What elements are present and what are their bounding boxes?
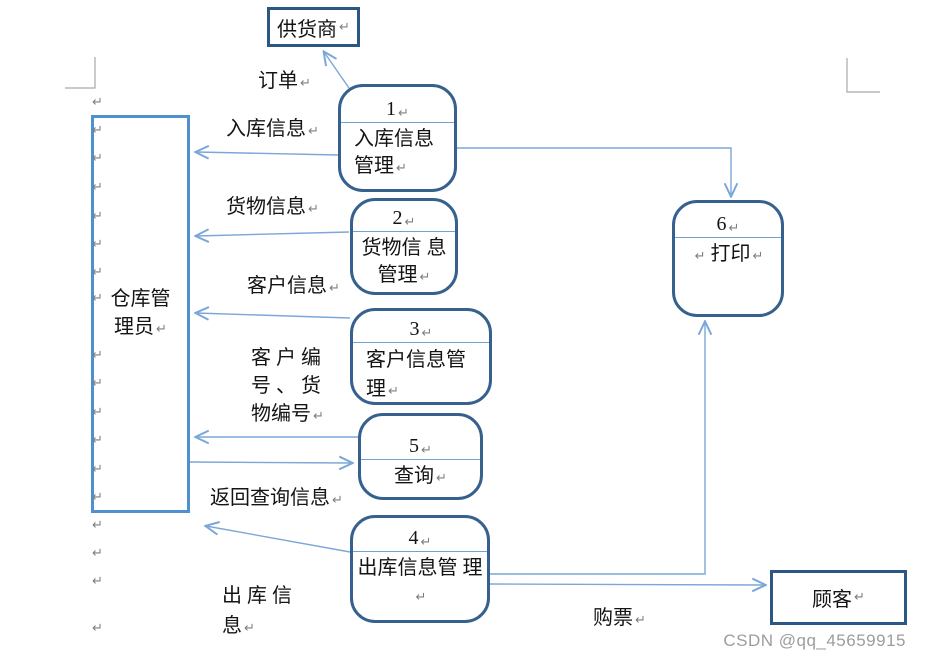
margin-paragraph-mark: ↵ — [92, 291, 103, 306]
process-3-customer-management[interactable]: 3↵ 客户信息管 理↵ — [350, 308, 492, 405]
warehouse-manager-label-line2: 理员↵ — [114, 315, 167, 338]
paragraph-mark: ↵ — [313, 409, 324, 424]
margin-paragraph-mark: ↵ — [92, 209, 103, 224]
label-order: 订单↵ — [258, 70, 311, 92]
margin-paragraph-mark: ↵ — [92, 574, 103, 589]
paragraph-mark: ↵ — [332, 493, 343, 508]
flow-customer-info-to-manager — [196, 313, 351, 318]
flow-p1-to-print — [457, 147, 731, 196]
label-outbound-info: 出 库 信 息↵ — [222, 585, 292, 637]
flow-p4-to-print — [490, 322, 705, 575]
process-4-outbound-management[interactable]: 4↵ 出库信息管 理↵ — [350, 515, 490, 623]
process-5-query[interactable]: 5↵ 查询↵ — [358, 413, 483, 500]
process-3-label: 客户信息管 理↵ — [366, 349, 466, 400]
margin-paragraph-mark: ↵ — [92, 621, 103, 636]
flow-manager-to-query — [189, 462, 352, 463]
margin-paragraph-mark: ↵ — [92, 518, 103, 533]
paragraph-mark: ↵ — [388, 384, 399, 399]
process-5-number: 5↵ — [361, 416, 480, 460]
paragraph-mark: ↵ — [156, 321, 167, 337]
paragraph-mark: ↵ — [419, 270, 431, 285]
flow-goods-info-to-manager — [196, 232, 350, 236]
process-4-number: 4↵ — [353, 518, 487, 552]
flow-order-to-supplier — [324, 52, 350, 89]
entity-supplier[interactable]: 供货商↵ — [267, 7, 360, 47]
paragraph-mark: ↵ — [396, 161, 407, 176]
label-query-return: 返回查询信息↵ — [210, 487, 343, 509]
paragraph-mark: ↵ — [421, 326, 433, 341]
margin-paragraph-mark: ↵ — [92, 95, 103, 110]
paragraph-mark: ↵ — [308, 202, 319, 217]
paragraph-mark: ↵ — [635, 613, 646, 628]
paragraph-mark: ↵ — [420, 535, 432, 550]
flow-p4-to-customer — [489, 584, 765, 585]
process-6-number: 6↵ — [675, 203, 781, 238]
page-corner-mark-right — [846, 58, 880, 93]
process-1-inbound-management[interactable]: 1↵ 入库信息 管理↵ — [338, 84, 457, 192]
margin-paragraph-mark: ↵ — [92, 151, 103, 166]
paragraph-mark: ↵ — [339, 19, 350, 35]
flow-outbound-info-to-manager — [206, 526, 351, 553]
paragraph-mark: ↵ — [728, 221, 740, 236]
warehouse-manager-label-line1: 仓库管 — [110, 287, 171, 310]
process-3-number: 3↵ — [353, 311, 489, 343]
paragraph-mark: ↵ — [854, 590, 865, 605]
margin-paragraph-mark: ↵ — [92, 490, 103, 505]
margin-paragraph-mark: ↵ — [92, 348, 103, 363]
label-buy-ticket: 购票↵ — [593, 607, 646, 629]
process-6-print[interactable]: 6↵ ↵ 打印↵ — [672, 200, 784, 317]
label-customer-info: 客户信息↵ — [247, 275, 340, 297]
page-corner-mark-left — [65, 57, 96, 89]
paragraph-mark: ↵ — [415, 590, 427, 605]
margin-paragraph-mark: ↵ — [92, 433, 103, 448]
entity-warehouse-manager[interactable]: 仓库管 理员↵ — [91, 115, 190, 513]
margin-paragraph-mark: ↵ — [92, 237, 103, 252]
csdn-watermark: CSDN @qq_45659915 — [723, 631, 906, 650]
margin-paragraph-mark: ↵ — [92, 462, 103, 477]
process-2-number: 2↵ — [353, 201, 455, 232]
margin-paragraph-mark: ↵ — [92, 180, 103, 195]
flow-inbound-info-to-manager — [196, 152, 339, 155]
label-query-keys: 客 户 编 号 、 货 物编号↵ — [251, 347, 324, 425]
paragraph-mark: ↵ — [752, 249, 764, 264]
margin-paragraph-mark: ↵ — [92, 405, 103, 420]
paragraph-mark: ↵ — [308, 124, 319, 139]
paragraph-mark: ↵ — [694, 249, 706, 264]
process-2-goods-management[interactable]: 2↵ 货物信 息管理↵ — [350, 198, 458, 295]
entity-customer[interactable]: 顾客↵ — [770, 570, 907, 625]
process-6-label: ↵ 打印↵ — [694, 243, 764, 265]
paragraph-mark: ↵ — [244, 621, 255, 636]
paragraph-mark: ↵ — [398, 106, 409, 121]
process-1-label: 入库信息 管理↵ — [354, 128, 434, 177]
process-1-number: 1↵ — [341, 87, 454, 123]
paragraph-mark: ↵ — [436, 471, 447, 486]
margin-paragraph-mark: ↵ — [92, 265, 103, 280]
label-inbound-info: 入库信息↵ — [226, 118, 319, 140]
process-2-label: 货物信 息管理↵ — [361, 237, 447, 286]
margin-paragraph-mark: ↵ — [92, 376, 103, 391]
paragraph-mark: ↵ — [329, 281, 340, 296]
entity-customer-label: 顾客 — [812, 589, 853, 611]
entity-supplier-label: 供货商 — [277, 18, 338, 41]
process-5-label: 查询↵ — [394, 465, 447, 487]
paragraph-mark: ↵ — [404, 215, 416, 230]
paragraph-mark: ↵ — [421, 443, 432, 458]
margin-paragraph-mark: ↵ — [92, 546, 103, 561]
paragraph-mark: ↵ — [300, 76, 311, 91]
margin-paragraph-mark: ↵ — [92, 123, 103, 138]
label-goods-info: 货物信息↵ — [226, 196, 319, 218]
process-4-label: 出库信息管 理↵ — [357, 557, 483, 605]
